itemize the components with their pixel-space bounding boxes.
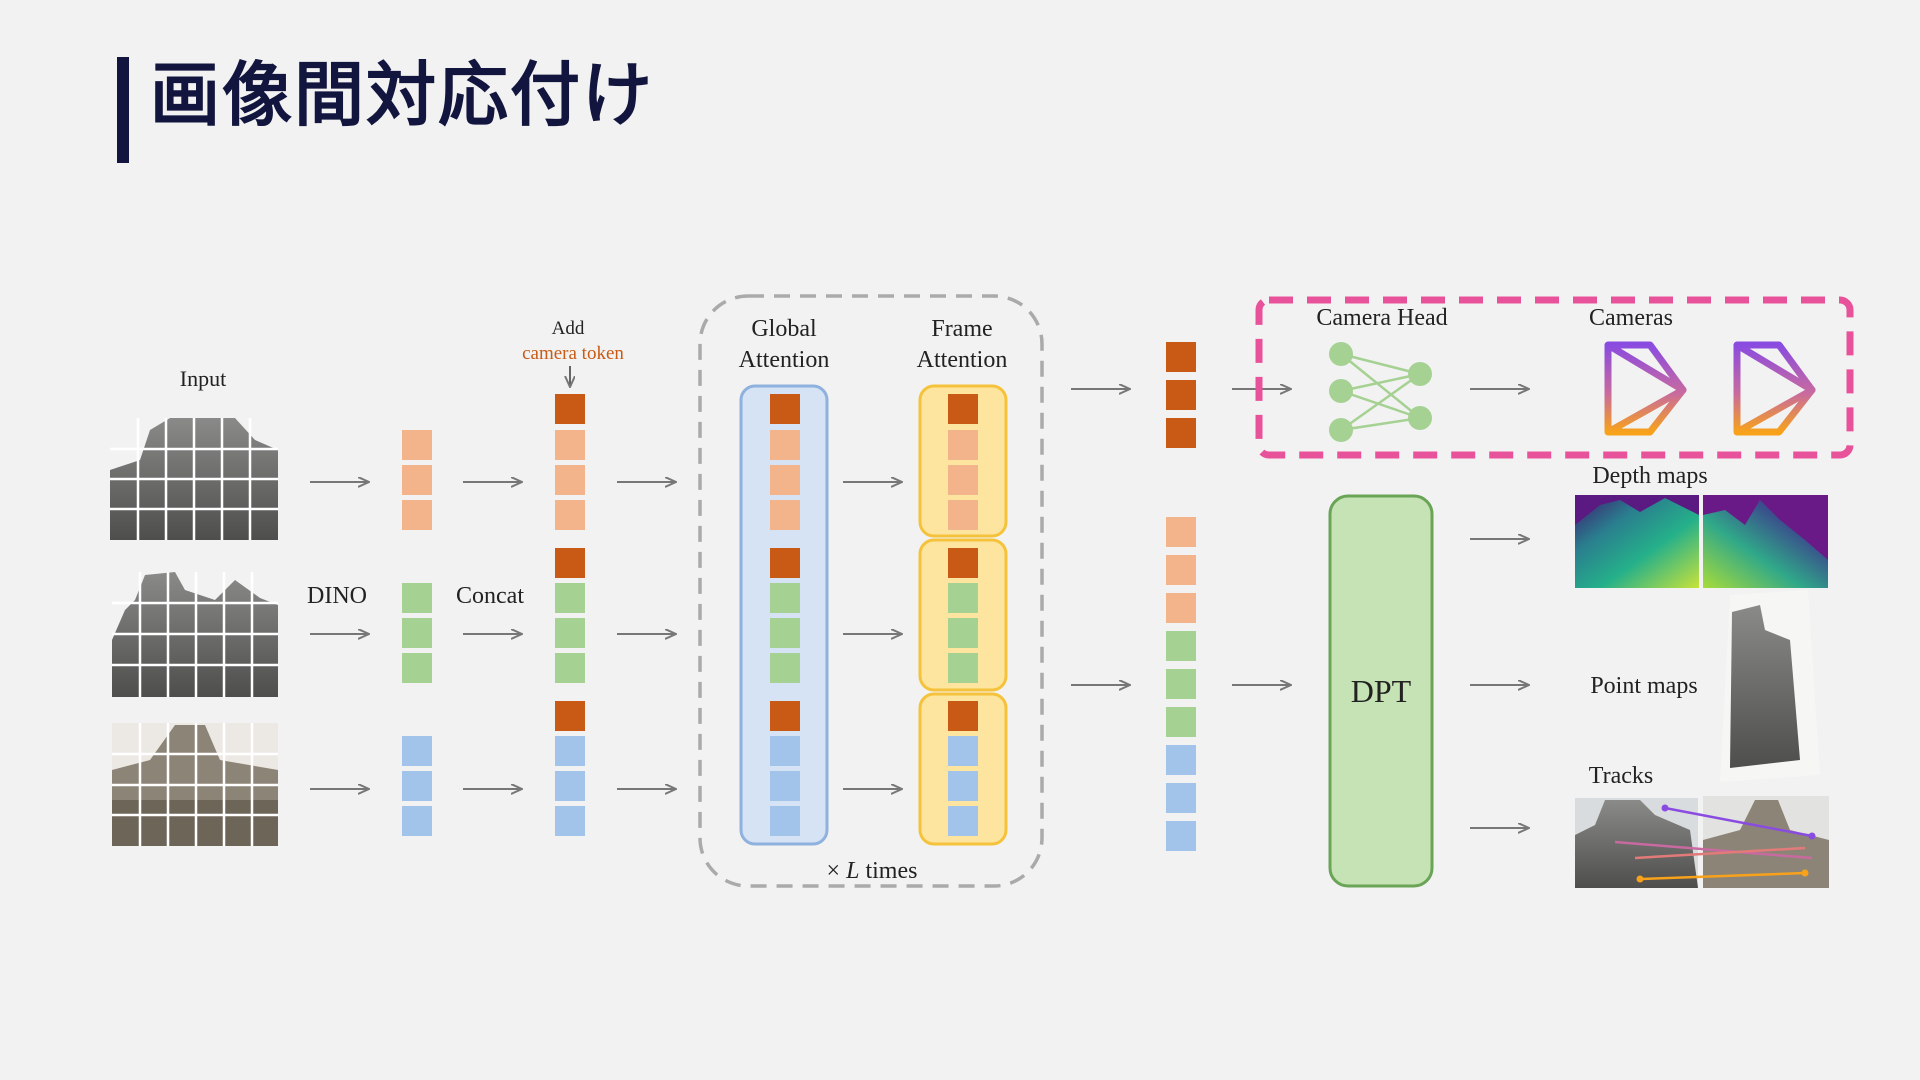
dino-label: DINO <box>307 583 367 609</box>
repeat-suffix: times <box>865 858 917 884</box>
camera-head-network-icon <box>1329 342 1432 442</box>
dpt-block <box>1328 494 1434 888</box>
frame-attention-title-1: Frame <box>931 316 992 342</box>
global-attention-tokens <box>770 394 800 836</box>
depth-map-image-2 <box>1703 495 1828 588</box>
frame-attention-tokens <box>948 394 978 836</box>
input-image-3 <box>112 723 278 846</box>
repeat-label: × L times <box>827 858 918 884</box>
page-title: 画像間対応付け <box>150 54 654 136</box>
input-image-1 <box>110 418 278 540</box>
track-lines <box>1614 804 1816 883</box>
concat-tokens <box>555 394 585 836</box>
global-attention-block <box>739 384 829 846</box>
point-maps-label: Point maps <box>1590 673 1697 699</box>
frame-attention-title-2: Attention <box>917 347 1008 373</box>
title-accent-bar <box>117 57 129 163</box>
concat-label: Concat <box>456 583 524 609</box>
dino-tokens-frame3 <box>402 736 432 836</box>
repeat-block-border <box>698 294 1044 888</box>
camera-head-highlight <box>1255 296 1854 459</box>
flow-arrows <box>310 389 1528 828</box>
global-attention-title-1: Global <box>751 316 817 342</box>
dino-tokens-frame1 <box>402 430 432 530</box>
global-attention-title-2: Attention <box>739 347 830 373</box>
point-map-image <box>1720 590 1820 782</box>
repeat-var: L <box>845 858 859 884</box>
camera-frustum-icon-1 <box>1604 341 1687 436</box>
camera-frustum-icon-2 <box>1733 341 1816 436</box>
dpt-label: DPT <box>1351 673 1412 709</box>
depth-map-image-1 <box>1575 495 1699 588</box>
add-label: Add <box>552 318 585 339</box>
camera-output-tokens <box>1166 342 1196 448</box>
camera-token-label: camera token <box>522 343 624 364</box>
cameras-label: Cameras <box>1589 305 1673 331</box>
patch-output-tokens <box>1166 517 1196 851</box>
repeat-prefix: × <box>827 858 841 884</box>
dino-tokens-frame2 <box>402 583 432 683</box>
depth-maps-label: Depth maps <box>1592 463 1707 489</box>
frame-attention-blocks <box>918 384 1008 846</box>
input-image-2 <box>112 572 278 697</box>
tracks-label: Tracks <box>1589 763 1653 789</box>
camera-head-label: Camera Head <box>1316 305 1447 331</box>
input-label: Input <box>180 366 226 391</box>
